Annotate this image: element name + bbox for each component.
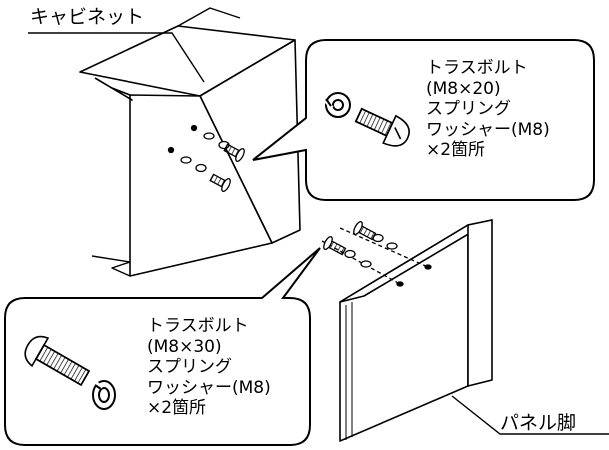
cabinet-front-face: [129, 94, 273, 277]
lower-callout: [4, 247, 321, 446]
upper-callout-line: ×2箇所: [426, 140, 486, 160]
cabinet: [79, 7, 301, 277]
panel-leg: [339, 219, 493, 442]
upper-callout-line: ワッシャー(M8): [426, 119, 550, 140]
upper-callout-bubble: [252, 39, 595, 201]
cabinet-label: キャビネット: [30, 6, 145, 28]
lower-callout-bubble: [4, 247, 321, 446]
panel-leg-front: [339, 224, 469, 442]
cabinet-leader: [28, 32, 205, 83]
upper-callout-line: スプリング: [426, 99, 511, 119]
cabinet-break-line: [94, 77, 133, 101]
cabinet-hardware: [167, 124, 245, 192]
panel-leg-side: [467, 219, 493, 387]
lower-callout-line: トラスボルト: [147, 316, 249, 336]
panel-leg-leader: [451, 395, 609, 435]
upper-callout-line: トラスボルト: [426, 58, 528, 78]
upper-callout-line: (M8×20): [426, 78, 501, 99]
upper-callout: [252, 39, 595, 201]
lower-callout-line: ワッシャー(M8): [147, 377, 271, 398]
panel-leg-label: パネル脚: [500, 412, 577, 434]
lower-callout-line: ×2箇所: [147, 398, 207, 418]
truss-bolt-long-icon: [24, 335, 91, 387]
upper-callout-text: トラスボルト (M8×20) スプリング ワッシャー(M8) ×2箇所: [426, 58, 550, 161]
lower-callout-text: トラスボルト (M8×30) スプリング ワッシャー(M8) ×2箇所: [147, 316, 271, 419]
lower-callout-line: (M8×30): [147, 336, 222, 357]
lower-callout-line: スプリング: [147, 357, 232, 377]
panel-leg-hardware: [321, 221, 432, 287]
truss-bolt-icon: [354, 107, 410, 147]
spring-washer-lower-icon: [92, 380, 116, 410]
label-leaders: [28, 32, 609, 435]
spring-washer-icon: [324, 92, 351, 118]
